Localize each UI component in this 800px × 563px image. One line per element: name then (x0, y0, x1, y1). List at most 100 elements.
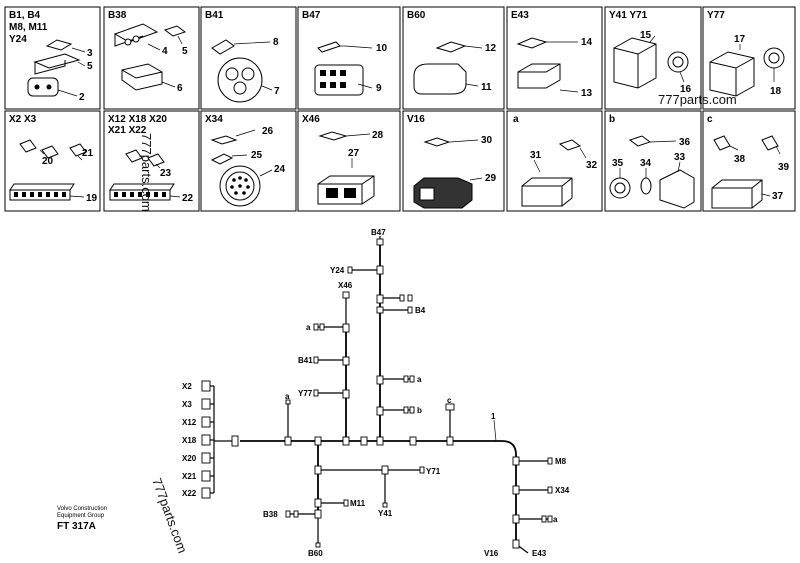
part-number: 38 (734, 154, 746, 165)
part-number: 5 (182, 46, 188, 57)
footer: Volvo Construction Equipment Group FT 31… (57, 506, 107, 532)
plug-icon (33, 53, 81, 75)
housing-icon (121, 63, 163, 91)
part-number: 2 (79, 92, 85, 103)
wire-label: B4 (415, 306, 426, 315)
wire-label: X3 (182, 400, 192, 409)
wire-label: V16 (484, 549, 499, 558)
part-number: 4 (162, 46, 168, 57)
housing-icon (517, 63, 561, 89)
cell-b1: B1, B4 M8, M11 Y24 3 5 2 (4, 6, 101, 110)
part-number: 29 (485, 173, 497, 184)
coil-icon (613, 37, 657, 89)
wire-label: X12 (182, 418, 197, 427)
seal-ring-icon (640, 177, 652, 195)
housing-icon (413, 63, 467, 95)
watermark: 777parts.com (139, 133, 154, 212)
cell-label: Y24 (9, 34, 27, 45)
cell-label: X21 X22 (108, 125, 147, 136)
cell-y41: Y41 Y71 15 16 (604, 6, 702, 110)
cell-label: Y77 (707, 10, 725, 21)
wire-label: Y41 (378, 509, 393, 518)
part-number: 6 (177, 83, 183, 94)
part-number: 25 (251, 150, 263, 161)
watermark: 777parts.com (149, 476, 190, 555)
cell-b41: B41 8 7 (200, 6, 297, 110)
cell-b38: B38 4 5 6 (103, 6, 200, 110)
wire-label: X22 (182, 489, 197, 498)
wire-label: Y71 (426, 467, 441, 476)
elbow-connector-icon (659, 169, 695, 209)
cell-label: b (609, 114, 615, 125)
cell-y77: Y77 17 18 (702, 6, 796, 110)
cell-x34: X34 26 25 24 (200, 110, 297, 212)
seal-icon (210, 153, 234, 165)
wire-label: M11 (350, 499, 366, 508)
wire-label: B60 (308, 549, 323, 558)
part-number: 5 (87, 61, 93, 72)
part-number: 24 (274, 164, 286, 175)
part-number: 17 (734, 34, 746, 45)
terminal-icon (19, 139, 87, 159)
wire-label: X2 (182, 382, 192, 391)
housing-icon (521, 177, 573, 207)
terminal-icon (210, 135, 238, 145)
housing-icon (217, 57, 263, 103)
wire-label: a (306, 323, 311, 332)
terminal-icon (558, 139, 582, 151)
wire-label: X20 (182, 454, 197, 463)
part-number: 32 (586, 160, 598, 171)
part-number: 28 (372, 130, 384, 141)
part-number: 12 (485, 43, 497, 54)
cell-b: b 36 35 34 33 (604, 110, 702, 212)
cell-b60: B60 12 11 (402, 6, 505, 110)
cell-label: B38 (108, 10, 127, 21)
part-number: 10 (376, 43, 388, 54)
part-number: 27 (348, 148, 360, 159)
wire-label: X21 (182, 472, 197, 481)
cell-label: a (513, 114, 519, 125)
cell-a: a 32 31 (506, 110, 603, 212)
wire-label: B41 (298, 356, 313, 365)
part-number: 21 (82, 148, 94, 159)
footer-company: Volvo Construction (57, 506, 107, 512)
wiring-harness: 1 B47 Y24 X46 B4 a B41 a Y77 b a c X2 X3… (182, 228, 570, 558)
part-number: 34 (640, 158, 652, 169)
cell-label: M8, M11 (9, 22, 48, 33)
terminal-icon (163, 25, 187, 37)
cell-label: X46 (302, 114, 320, 125)
part-number: 35 (612, 158, 624, 169)
wire-label: X18 (182, 436, 197, 445)
wire-label: E43 (532, 549, 547, 558)
coil-icon (709, 51, 755, 97)
part-number: 19 (86, 193, 98, 204)
wire-label: c (447, 396, 452, 405)
figure-code: FT 317A (57, 521, 96, 532)
terminal-icon (125, 149, 165, 167)
part-number: 36 (679, 137, 691, 148)
cell-v16: V16 30 29 (402, 110, 505, 212)
seal-icon (211, 39, 235, 55)
part-number: 14 (581, 37, 593, 48)
housing-icon (27, 77, 59, 97)
cell-x46: X46 28 27 (297, 110, 401, 212)
cell-label: c (707, 114, 713, 125)
part-number: 23 (160, 168, 172, 179)
part-number: 31 (530, 150, 542, 161)
terminal-icon (45, 39, 73, 51)
wire-label: b (417, 406, 422, 415)
cell-label: Y41 Y71 (609, 10, 648, 21)
part-number: 37 (772, 191, 784, 202)
part-number: 9 (376, 83, 382, 94)
cell-label: B47 (302, 10, 321, 21)
wire-label: Y24 (330, 266, 345, 275)
cell-label: B1, B4 (9, 10, 41, 21)
part-number: 30 (481, 135, 493, 146)
cell-x12: X12 X18 X20 X21 X22 23 22 (103, 110, 200, 212)
watermark: 777parts.com (658, 92, 737, 107)
part-number: 39 (778, 162, 790, 173)
cell-b47: B47 10 9 (297, 6, 401, 110)
cell-label: X2 X3 (9, 114, 37, 125)
wire-label: M8 (555, 457, 567, 466)
